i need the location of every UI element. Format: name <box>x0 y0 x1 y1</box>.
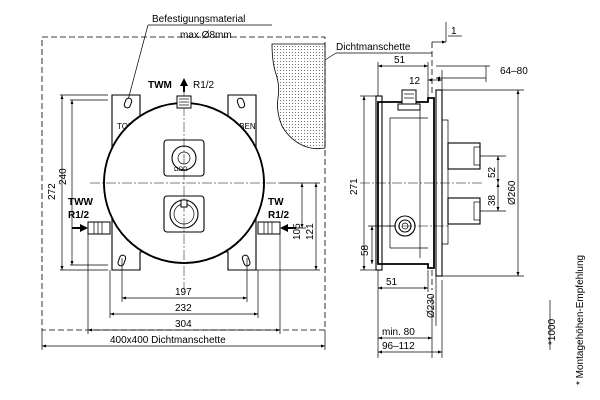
footnote-text: * Montagehöhen-Empfehlung <box>575 255 586 385</box>
side-view: Dichtmanschette 1 <box>324 22 528 358</box>
dim-271: 271 <box>349 178 360 195</box>
fixing-size-label: max Ø8mm <box>180 30 232 41</box>
tww-thread: R1/2 <box>68 210 90 221</box>
dim-64-80: 64–80 <box>500 66 528 77</box>
footnote-value: *1000 <box>547 318 558 345</box>
side-body <box>377 97 435 269</box>
dim-260: Ø260 <box>507 180 518 205</box>
dim-1: 1 <box>451 26 457 37</box>
dim-51-top: 51 <box>394 55 406 66</box>
oben-label: OBEN <box>233 122 256 131</box>
dim-min-80: min. 80 <box>382 327 415 338</box>
tw-thread: R1/2 <box>268 210 290 221</box>
dim-232: 232 <box>175 303 192 314</box>
footnote: *1000 * Montagehöhen-Empfehlung <box>547 255 586 385</box>
dim-96-112: 96–112 <box>382 341 415 352</box>
sleeve-label: Dichtmanschette <box>336 42 411 53</box>
dim-400-sleeve: 400x400 Dichtmanschette <box>110 335 226 346</box>
wall-hatch <box>271 43 326 150</box>
cartridge-marking: ΩΩΩ <box>174 167 188 173</box>
top-label: TOP <box>117 122 133 131</box>
tww-label: TWW <box>68 197 94 208</box>
sleeve-leader-line <box>324 52 337 61</box>
tww-arrow <box>72 224 88 232</box>
tww-connector <box>87 221 111 235</box>
fixing-material-label: Befestigungsmaterial <box>152 14 245 25</box>
twm-label: TWM <box>148 80 172 91</box>
dim-240: 240 <box>58 168 69 185</box>
tw-connector <box>257 221 281 235</box>
dim-230: Ø230 <box>426 293 437 318</box>
dim-105: 105 <box>292 223 303 240</box>
dim-51-bottom: 51 <box>386 277 398 288</box>
twm-thread: R1/2 <box>193 80 215 91</box>
twm-arrow <box>180 78 188 92</box>
dim-121: 121 <box>305 223 316 240</box>
dim-304: 304 <box>175 319 192 330</box>
dim-38: 38 <box>487 194 498 206</box>
fixing-leader-line <box>127 24 149 101</box>
front-view: Befestigungsmaterial max Ø8mm TOP OBEN T… <box>41 14 326 350</box>
dim-58: 58 <box>360 244 371 256</box>
tw-label: TW <box>268 197 284 208</box>
dim-197: 197 <box>175 287 192 298</box>
dim-52: 52 <box>487 166 498 178</box>
dim-272: 272 <box>47 183 58 200</box>
dim-12: 12 <box>409 76 421 87</box>
